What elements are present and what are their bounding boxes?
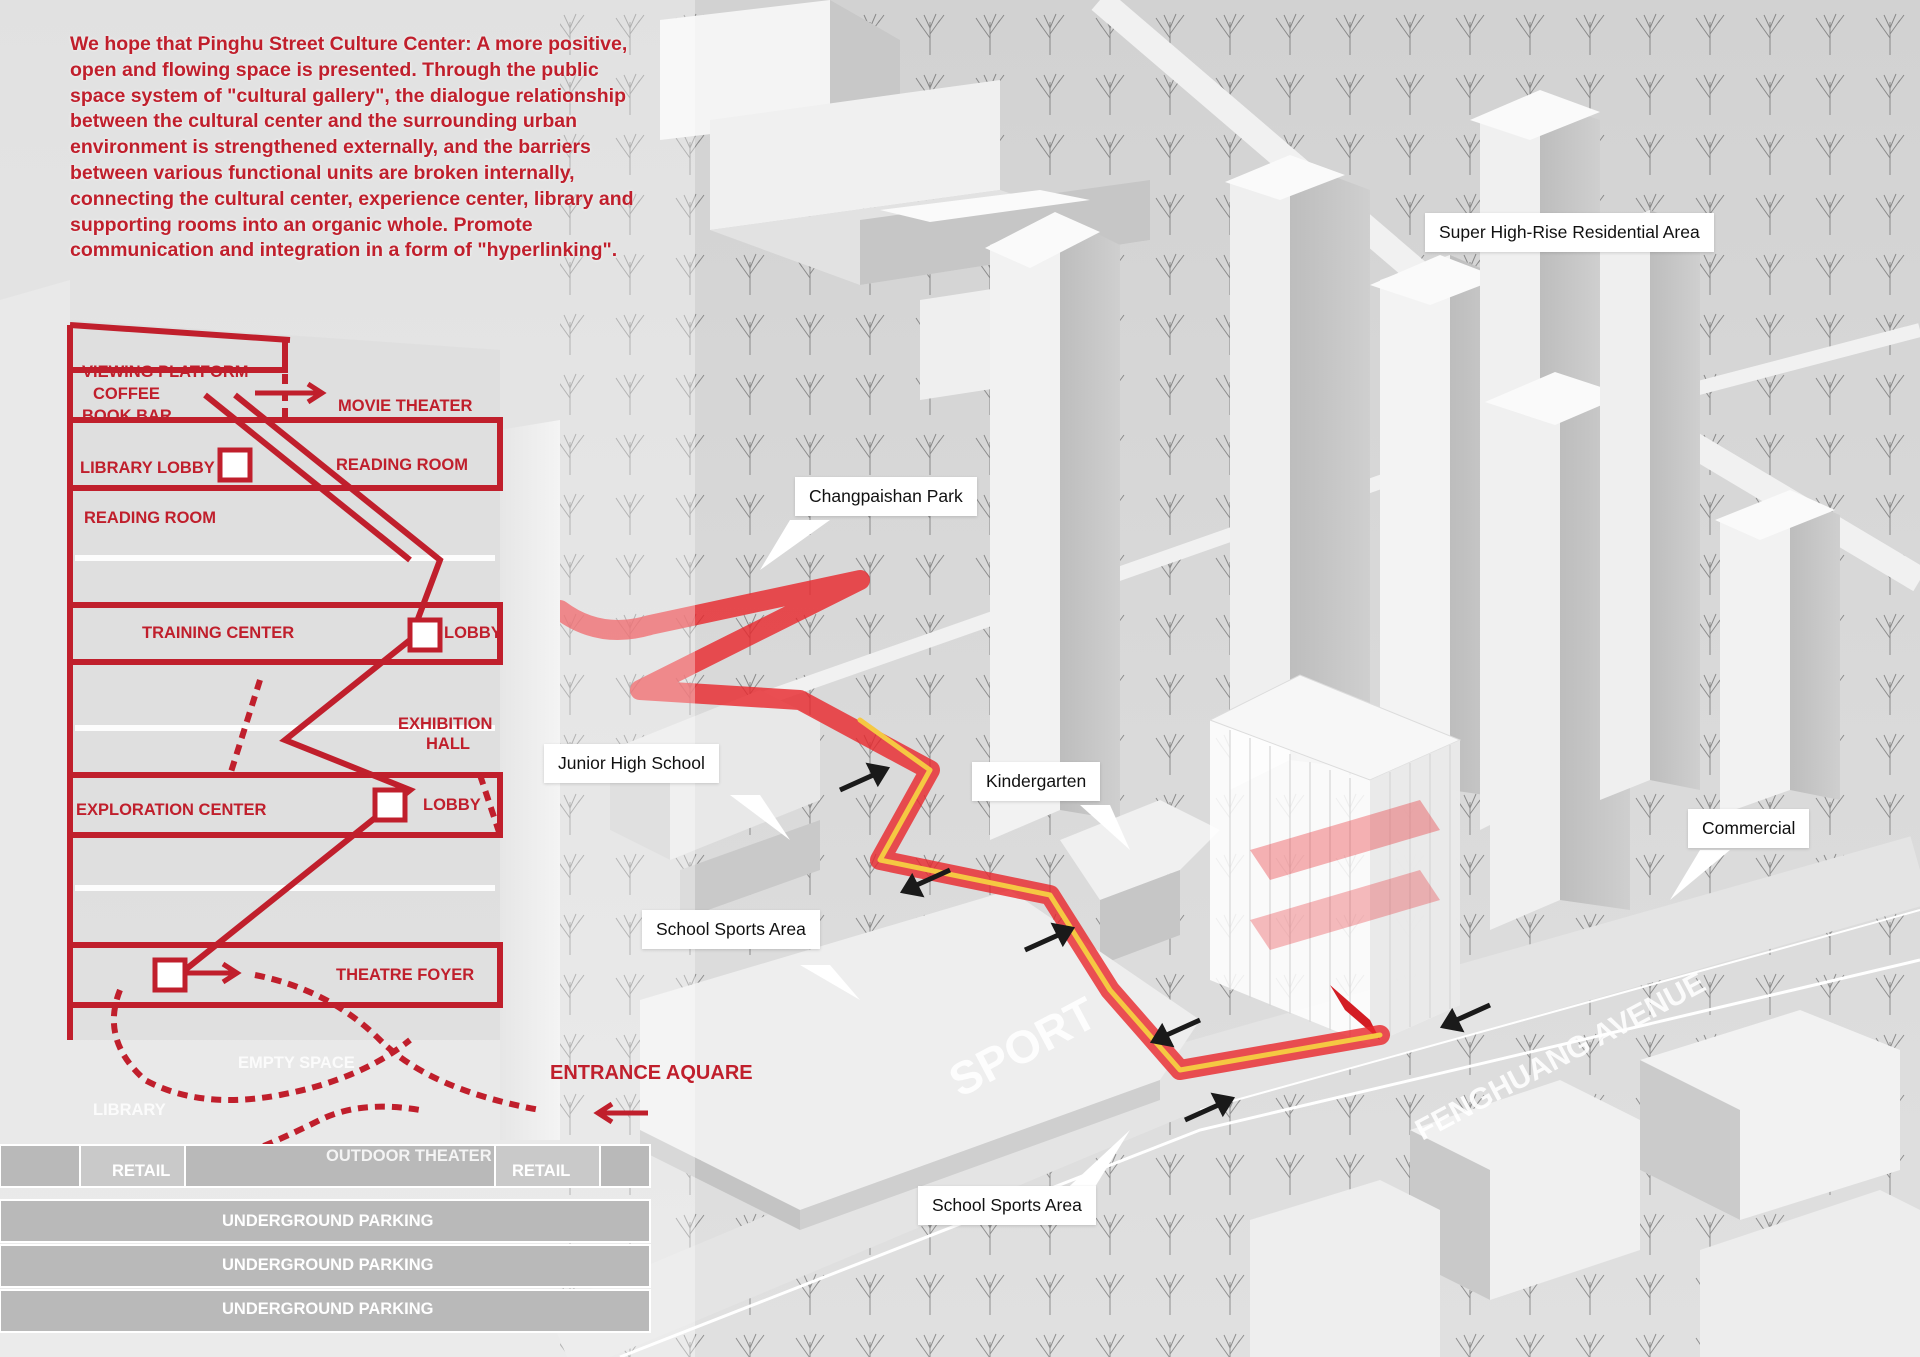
label-lobby-upper: LOBBY: [444, 624, 502, 642]
callout-junior-high: Junior High School: [544, 744, 719, 783]
movement-arrows: [838, 762, 1492, 1123]
section-node-boxes: [152, 447, 443, 993]
sports-field: [640, 890, 1200, 1230]
label-retail-right: RETAIL: [512, 1162, 571, 1180]
callout-pointers: [730, 520, 1730, 1195]
foreground-blocks: [1250, 1010, 1920, 1357]
label-exploration-center: EXPLORATION CENTER: [76, 801, 267, 819]
section-arrows: [185, 381, 648, 1125]
label-parking-2: UNDERGROUND PARKING: [222, 1256, 434, 1274]
background-blocks: [660, 0, 1150, 400]
label-theatre-foyer: THEATRE FOYER: [336, 966, 475, 984]
label-training-center: TRAINING CENTER: [142, 624, 295, 642]
label-coffee: COFFEE: [93, 385, 160, 403]
label-lobby-lower: LOBBY: [423, 796, 481, 814]
callout-commercial: Commercial: [1688, 809, 1810, 848]
label-movie-theater: MOVIE THEATER: [338, 397, 473, 415]
high-rise-towers: [985, 90, 1840, 930]
label-parking-1: UNDERGROUND PARKING: [222, 1212, 434, 1230]
callout-school-sports-upper: School Sports Area: [642, 910, 820, 949]
label-library: LIBRARY: [93, 1101, 166, 1119]
cultural-center-building: [1208, 674, 1462, 1045]
intro-paragraph: We hope that Pinghu Street Culture Cente…: [70, 33, 634, 262]
parking-levels: [0, 1144, 651, 1333]
label-reading-room-left: READING ROOM: [84, 509, 216, 527]
label-book-bar: BOOK BAR: [82, 407, 172, 425]
label-hall: HALL: [426, 735, 470, 753]
label-exhibition: EXHIBITION: [398, 715, 493, 733]
label-library-lobby: LIBRARY LOBBY: [80, 459, 215, 477]
label-viewing-platform: VIEWING PLATFORM: [82, 363, 249, 381]
label-parking-3: UNDERGROUND PARKING: [222, 1300, 434, 1318]
callout-super-high-rise: Super High-Rise Residential Area: [1425, 213, 1714, 252]
public-route: [550, 570, 1390, 1080]
label-entrance-square: ENTRANCE AQUARE: [550, 1062, 753, 1084]
callout-changpaishan-park: Changpaishan Park: [795, 477, 977, 516]
label-reading-room-right: READING ROOM: [336, 456, 468, 474]
section-building: [0, 280, 560, 1160]
callout-school-sports-lower: School Sports Area: [918, 1186, 1096, 1225]
label-outdoor-theater: OUTDOOR THEATER: [326, 1147, 492, 1165]
label-retail-left: RETAIL: [112, 1162, 171, 1180]
label-empty-space: EMPTY SPACE: [238, 1054, 355, 1072]
callout-kindergarten: Kindergarten: [972, 762, 1101, 801]
